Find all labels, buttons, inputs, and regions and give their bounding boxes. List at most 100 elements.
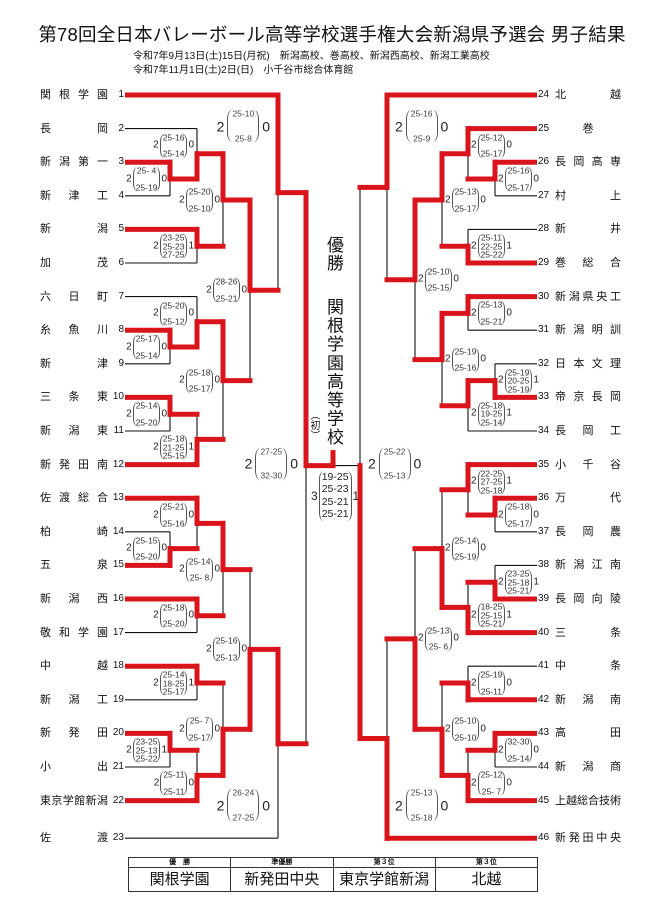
set-score: 25-14 <box>480 417 503 428</box>
sets-lost: 0 <box>214 723 220 735</box>
sets-won: 2 <box>498 744 504 756</box>
set-score: 25-19 <box>454 551 477 562</box>
sets-lost: 0 <box>214 194 220 205</box>
team-name: 新井 <box>555 223 621 236</box>
sets-won: 2 <box>216 118 225 134</box>
sets-lost: 0 <box>214 563 220 575</box>
set-score: 25-14 <box>454 535 477 546</box>
set-score: 25-16 <box>507 165 530 176</box>
team-number: 38 <box>538 559 550 571</box>
team-name: 新潟商 <box>555 761 621 773</box>
schedule-line-2: 令和7年11月1日(土)2日(日) 小千谷市総合体育館 <box>133 65 354 76</box>
team-name: 新潟江南 <box>555 559 621 572</box>
team-number: 40 <box>538 626 550 638</box>
set-score: 25-9 <box>413 133 431 143</box>
team-name: 新潟東 <box>40 425 108 437</box>
sets-won: 2 <box>498 509 504 520</box>
team-name: 巻総合 <box>555 257 621 269</box>
team-number: 11 <box>113 425 124 436</box>
set-score: 25-21 <box>480 316 503 327</box>
set-score: 25- 7 <box>189 715 210 726</box>
sets-lost: 0 <box>453 273 459 285</box>
set-score: 28-26 <box>215 276 238 287</box>
sets-lost: 1 <box>506 609 512 621</box>
set-score: 25-17 <box>454 203 477 213</box>
team-name: 佐渡総合 <box>40 492 108 505</box>
team-name: 長岡高専 <box>555 156 621 169</box>
sets-won: 2 <box>153 677 159 688</box>
set-score: 25-22 <box>383 446 406 457</box>
team-name: 長岡工 <box>555 425 621 437</box>
sets-won: 2 <box>153 509 159 521</box>
sets-won: 2 <box>445 542 451 554</box>
set-score: 20-25 <box>507 375 530 386</box>
sets-won: 2 <box>179 563 185 575</box>
value-champion: 関根学園 <box>127 867 232 892</box>
team-number: 45 <box>538 794 550 806</box>
team-name: 長岡向陵 <box>555 593 621 605</box>
sets-won: 2 <box>418 632 424 644</box>
set-score: 25-18 <box>410 812 433 823</box>
set-score: 25-10 <box>454 715 477 726</box>
champion-note: （初） <box>308 410 319 440</box>
set-score: 25-21 <box>162 501 185 512</box>
team-name: 新潟第一 <box>40 156 108 169</box>
sets-lost: 0 <box>480 723 486 735</box>
sets-lost: 0 <box>262 118 270 134</box>
team-name: 佐渡 <box>40 832 108 845</box>
set-score: 25-13 <box>383 470 406 481</box>
score-brace: 25-22 25-13 <box>378 446 411 481</box>
sets-won: 2 <box>471 609 477 621</box>
set-score: 25-18 <box>480 400 503 411</box>
set-score: 25-16 <box>162 518 185 529</box>
team-number: 37 <box>538 525 550 537</box>
team-number: 15 <box>112 559 124 571</box>
team-name: 三条東 <box>40 391 108 404</box>
team-number: 36 <box>538 492 550 504</box>
header-third-place: 第３位 <box>434 857 539 868</box>
team-number: 7 <box>118 290 124 302</box>
set-score: 25-16 <box>215 635 238 646</box>
value-runner-up: 新発田中央 <box>230 867 334 892</box>
set-score: 25-15 <box>480 610 503 621</box>
team-number: 34 <box>538 425 550 436</box>
team-name: 新潟南 <box>555 693 621 706</box>
